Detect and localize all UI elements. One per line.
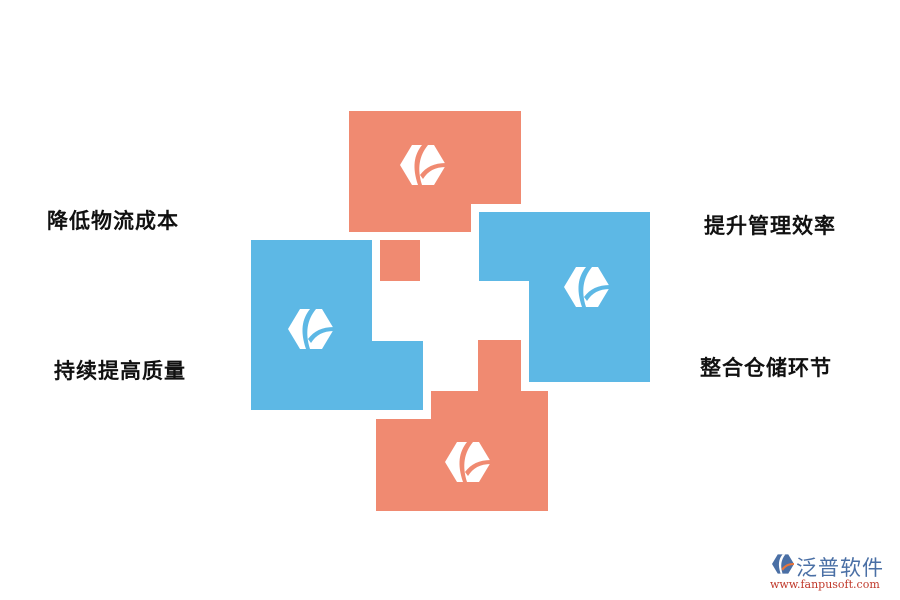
bottom-orange-block-tab xyxy=(478,340,521,391)
watermark-brand: 泛普软件 xyxy=(796,556,884,580)
label-improve-management-efficiency: 提升管理效率 xyxy=(704,214,836,238)
bottom-orange-block-middle xyxy=(431,391,548,419)
watermark-url: www.fanpusoft.com xyxy=(770,578,880,591)
hexagon-leaf-logo-icon xyxy=(564,267,610,307)
hexagon-leaf-logo-icon xyxy=(288,309,334,349)
label-reduce-logistics-cost: 降低物流成本 xyxy=(47,209,179,233)
hexagon-leaf-logo-icon xyxy=(400,145,446,185)
hexagon-leaf-logo-icon xyxy=(445,442,491,482)
watermark: 泛普软件 www.fanpusoft.com xyxy=(770,552,895,597)
brand-logo-icon xyxy=(772,554,794,574)
top-orange-block-lower xyxy=(349,204,471,232)
left-blue-block-lower xyxy=(251,341,423,410)
small-orange-square xyxy=(380,240,420,281)
label-integrate-warehousing: 整合仓储环节 xyxy=(700,356,832,380)
right-blue-block-upper xyxy=(479,212,650,281)
label-improve-quality: 持续提高质量 xyxy=(54,359,186,383)
